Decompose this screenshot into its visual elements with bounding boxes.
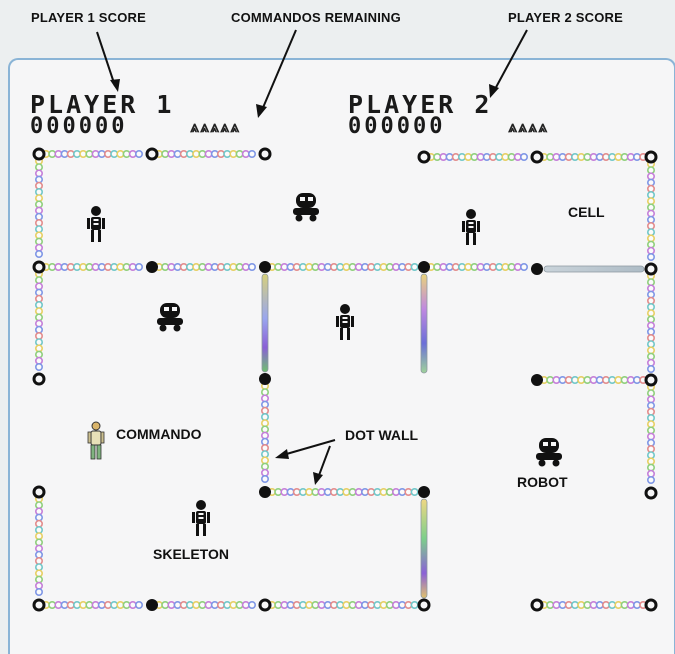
post-dot-icon [258, 598, 272, 612]
dot-wall-arrowhead-1 [275, 449, 289, 459]
post-dot-icon [418, 261, 430, 273]
post-dot-icon [32, 260, 46, 274]
cell-label: CELL [568, 204, 605, 220]
commandos-remaining-callout: COMMANDOS REMAINING [231, 10, 401, 25]
dot-wall [267, 262, 419, 271]
commando-label: COMMANDO [116, 426, 202, 442]
p1-callout-arrow [96, 31, 116, 87]
post-dot-icon [644, 598, 658, 612]
skeleton-icon [336, 304, 354, 340]
post-dot-icon [259, 486, 271, 498]
post-dot-icon [644, 486, 658, 500]
cell-bars [261, 265, 645, 599]
player2-score-callout: PLAYER 2 SCORE [508, 10, 624, 25]
post-dot-icon [531, 263, 543, 275]
robot-label: ROBOT [517, 474, 568, 490]
p2-callout-arrowhead [489, 84, 499, 98]
dot-wall [260, 381, 269, 483]
post-dot-icon [644, 150, 658, 164]
post-dot-icon [146, 261, 158, 273]
robot-icon [536, 438, 562, 467]
post-dot-icon [644, 262, 658, 276]
player1-lives: ⩓⩓⩓⩓⩓ [190, 117, 241, 136]
commandos-callout-arrowhead [256, 104, 267, 118]
player2-title: PLAYER 2 [348, 90, 493, 119]
dot-wall [34, 269, 43, 371]
dot-wall [155, 262, 257, 271]
dot-wall [155, 600, 257, 609]
skeleton-icon [462, 209, 480, 245]
robot-icon [157, 303, 183, 332]
player1-score: 000000 [30, 114, 128, 139]
post-dot-icon [259, 373, 271, 385]
dot-wall [155, 150, 257, 159]
commandos-callout-arrow [261, 29, 297, 111]
player2-lives: ⩓⩓⩓⩓ [508, 117, 549, 136]
dot-walls [34, 150, 655, 609]
dot-wall [34, 494, 43, 596]
cell-bar [543, 265, 645, 273]
post-dot-icon [644, 373, 658, 387]
post-dot-icon [258, 147, 272, 161]
cell-bar [420, 498, 428, 599]
dot-wall-arrow-2 [317, 445, 331, 479]
dot-wall [267, 600, 419, 609]
skeleton-label: SKELETON [153, 546, 229, 562]
post-dot-icon [418, 486, 430, 498]
player2-score: 000000 [348, 114, 446, 139]
dot-wall [426, 262, 528, 271]
post-dot-icon [259, 261, 271, 273]
wall-posts [32, 147, 658, 612]
dot-wall [267, 487, 419, 496]
player1-title: PLAYER 1 [30, 90, 175, 119]
post-dot-icon [145, 147, 159, 161]
post-dot-icon [32, 147, 46, 161]
skeleton-icon [192, 500, 210, 536]
dot-wall [426, 153, 528, 162]
p2-callout-arrow [493, 29, 528, 92]
dot-wall [41, 600, 144, 609]
dot-wall [539, 375, 648, 384]
post-dot-icon [530, 150, 544, 164]
post-dot-icon [32, 598, 46, 612]
post-dot-icon [32, 372, 46, 386]
dot-wall [646, 382, 655, 484]
post-dot-icon [146, 599, 158, 611]
post-dot-icon [417, 598, 431, 612]
dot-wall-label: DOT WALL [345, 427, 419, 443]
post-dot-icon [530, 598, 544, 612]
dot-wall [34, 157, 43, 259]
dot-wall [539, 153, 648, 162]
post-dot-icon [32, 485, 46, 499]
post-dot-icon [531, 374, 543, 386]
dot-wall-arrow-1 [282, 439, 336, 456]
dot-wall [646, 271, 655, 373]
robot-icon [293, 193, 319, 222]
dot-wall [41, 262, 144, 271]
cell-bar [261, 273, 269, 373]
dot-wall [41, 150, 144, 159]
commando-icon [87, 421, 105, 460]
dot-wall [539, 600, 648, 609]
player1-score-callout: PLAYER 1 SCORE [31, 10, 147, 25]
skeleton-icon [87, 206, 105, 242]
dot-wall-arrowhead-2 [313, 472, 323, 485]
post-dot-icon [417, 150, 431, 164]
cell-bar [420, 273, 428, 374]
p1-callout-arrowhead [110, 79, 120, 92]
dot-wall [646, 160, 655, 262]
